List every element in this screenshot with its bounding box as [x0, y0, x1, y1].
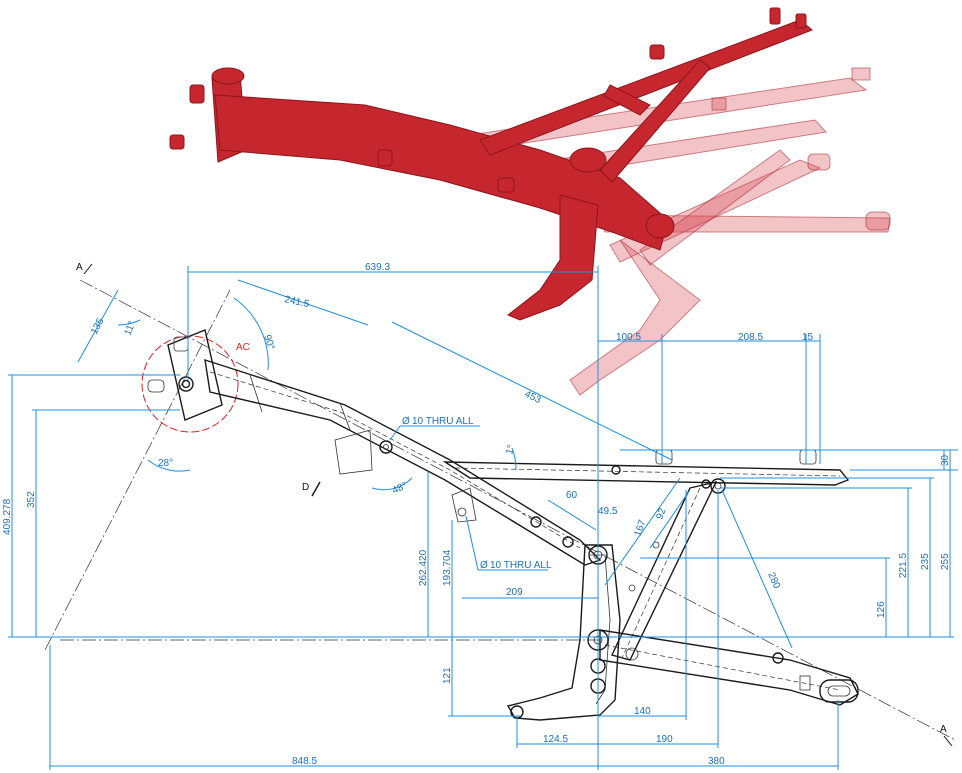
- dim-90-deg: 90°: [261, 334, 276, 352]
- dim-135: 135: [89, 316, 107, 336]
- dim-28-deg: 28°: [158, 458, 173, 469]
- dim-380: 380: [708, 756, 725, 767]
- solid-main-frame: [169, 7, 813, 321]
- dim-241-5: 241.5: [283, 294, 310, 310]
- dim-126: 126: [876, 601, 887, 618]
- dim-208-5: 208.5: [738, 332, 763, 343]
- dim-352: 352: [26, 491, 37, 508]
- dim-848-5: 848.5: [292, 756, 317, 767]
- dimension-labels: 639.3 241.5 135 11° 90° AC 453 100.5 208…: [2, 262, 953, 767]
- dim-280: 280: [765, 571, 782, 591]
- dim-190: 190: [656, 734, 673, 745]
- dim-60: 60: [566, 490, 578, 501]
- dim-92: 92: [654, 506, 668, 521]
- dim-262-420: 262.420: [418, 549, 429, 586]
- dimension-lines: [8, 266, 958, 770]
- dim-639-3: 639.3: [365, 262, 390, 273]
- hole-note-2: 10 THRU ALL: [490, 560, 552, 571]
- view-d-label: D: [302, 482, 309, 493]
- dim-121: 121: [442, 667, 453, 684]
- dim-1-deg: 1°: [504, 444, 517, 456]
- section-a-top-label: A: [76, 262, 83, 273]
- dim-30: 30: [940, 454, 951, 466]
- dim-124-5: 124.5: [543, 734, 568, 745]
- dim-209: 209: [506, 587, 523, 598]
- frame-side-view: [44, 279, 956, 741]
- dim-140: 140: [634, 706, 651, 717]
- circle-ac-label: AC: [236, 342, 250, 353]
- dim-235: 235: [920, 553, 931, 570]
- hole-note-1: 10 THRU ALL: [412, 416, 474, 427]
- dim-49-5: 49.5: [598, 506, 618, 517]
- dim-409-278: 409.278: [2, 498, 13, 535]
- hole-note-2-symbol: Ø: [480, 560, 488, 571]
- dim-255: 255: [940, 553, 951, 570]
- dim-15: 15: [802, 332, 814, 343]
- dim-167: 167: [632, 518, 648, 538]
- hole-note-1-symbol: Ø: [402, 416, 410, 427]
- dim-11-deg: 11°: [123, 320, 139, 337]
- transparent-rear-subframe: [469, 67, 891, 396]
- dim-221-5: 221.5: [898, 553, 909, 578]
- dim-100-5: 100.5: [616, 332, 641, 343]
- dim-453: 453: [523, 389, 543, 406]
- view-d-arrow-icon: [311, 481, 321, 497]
- frame-3d-render: [169, 7, 891, 396]
- dim-193-704: 193.704: [442, 549, 453, 586]
- section-a-bottom-label: A: [940, 724, 947, 735]
